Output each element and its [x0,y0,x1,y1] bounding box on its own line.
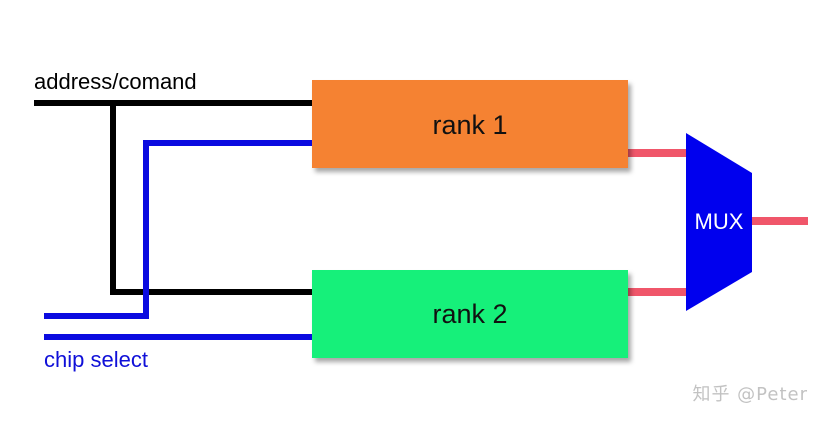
chip-select-lines [44,140,312,340]
rank-1-box: rank 1 [312,80,628,168]
chip-select-label: chip select [44,347,148,372]
address-command-bus [34,100,312,295]
mux-label: MUX [695,209,744,234]
watermark: 知乎 @Peter [692,384,808,405]
address-command-label: address/comand [34,69,197,94]
rank-2-box: rank 2 [312,270,628,358]
rank-2-label: rank 2 [432,299,507,329]
rank-output-lines [628,149,808,296]
rank-1-label: rank 1 [432,110,507,140]
mux-block: MUX [686,133,752,311]
